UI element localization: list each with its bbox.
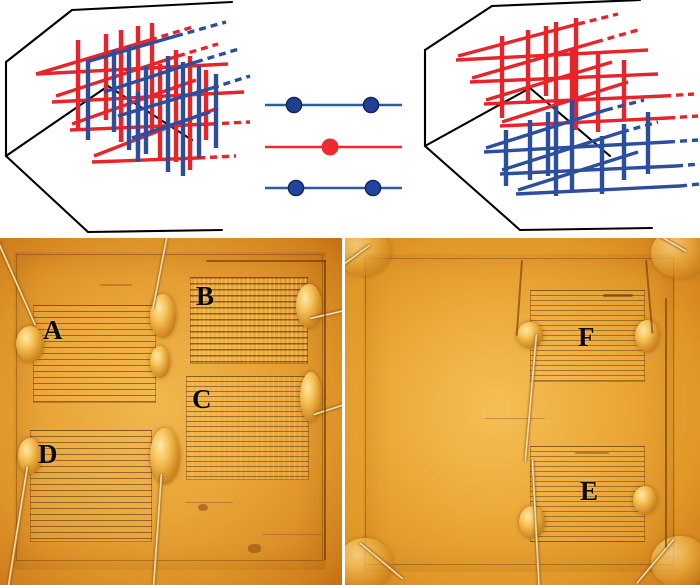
micrograph-chip-two: F E	[345, 238, 700, 585]
region-label-b: B	[196, 281, 215, 311]
solder-blob	[635, 320, 659, 352]
array-region-c	[186, 376, 309, 480]
micrograph-chip-one: A B C D	[0, 238, 342, 585]
trace-line	[324, 260, 326, 560]
debris-mark	[575, 452, 609, 454]
right-schematic-group	[423, 0, 700, 232]
schematic-panel-row: .blk{stroke:#000;stroke-width:2.1;fill:n…	[0, 0, 700, 238]
solder-blob	[150, 346, 170, 378]
solder-blob	[633, 486, 657, 514]
left-blue-posts	[85, 46, 219, 176]
center-legend-group	[265, 96, 402, 197]
legend-dot-blue	[285, 96, 303, 114]
legend-dot-blue	[287, 179, 305, 197]
die-scribe-top	[365, 258, 673, 259]
solder-blob	[517, 322, 543, 348]
legend-dot-blue	[362, 96, 380, 114]
region-label-a: A	[43, 315, 63, 345]
solder-blob	[300, 372, 322, 422]
debris-mark	[100, 284, 132, 286]
legend-rail-blue-top	[265, 96, 402, 114]
array-region-b	[190, 277, 308, 364]
epoxy-fillet	[651, 536, 700, 585]
region-label-c: C	[192, 384, 212, 414]
debris-mark	[185, 502, 233, 503]
debris-mark	[485, 418, 545, 419]
legend-rail-blue-bottom	[265, 179, 402, 197]
die-scribe-right	[322, 254, 323, 561]
die-scribe-bottom	[16, 560, 322, 561]
schematics-svg: .blk{stroke:#000;stroke-width:2.1;fill:n…	[4, 0, 700, 234]
solder-blob	[18, 438, 42, 474]
solder-blob	[296, 284, 322, 328]
array-region-d	[30, 430, 152, 542]
debris-mark	[603, 294, 633, 297]
right-red-posts	[499, 18, 627, 132]
array-region-a	[33, 305, 156, 403]
panel-divider	[342, 238, 345, 585]
region-label-e: E	[580, 476, 599, 506]
die-scribe-left	[16, 254, 17, 561]
legend-dot-red	[321, 138, 339, 156]
solder-blob	[16, 326, 44, 362]
right-blue-posts	[503, 100, 651, 196]
right-blue-rails	[483, 98, 700, 196]
left-schematic-group	[4, 0, 251, 234]
region-label-d: D	[38, 439, 58, 469]
debris-mark	[262, 534, 322, 535]
die-scribe-right	[673, 258, 674, 565]
legend-rail-red-middle	[265, 138, 402, 156]
array-region-e	[530, 446, 645, 542]
debris-mark	[198, 504, 208, 511]
solder-blob	[519, 506, 545, 538]
solder-blob	[150, 428, 180, 484]
micrograph-panel-row: A B C D	[0, 238, 700, 585]
trace-line	[665, 298, 667, 548]
die-scribe-top	[16, 254, 322, 255]
region-label-f: F	[578, 322, 595, 352]
trace-line	[206, 260, 326, 262]
legend-dot-blue	[364, 179, 382, 197]
debris-mark	[248, 544, 261, 553]
die-scribe-bottom	[365, 564, 673, 565]
die-scribe-left	[365, 258, 366, 565]
